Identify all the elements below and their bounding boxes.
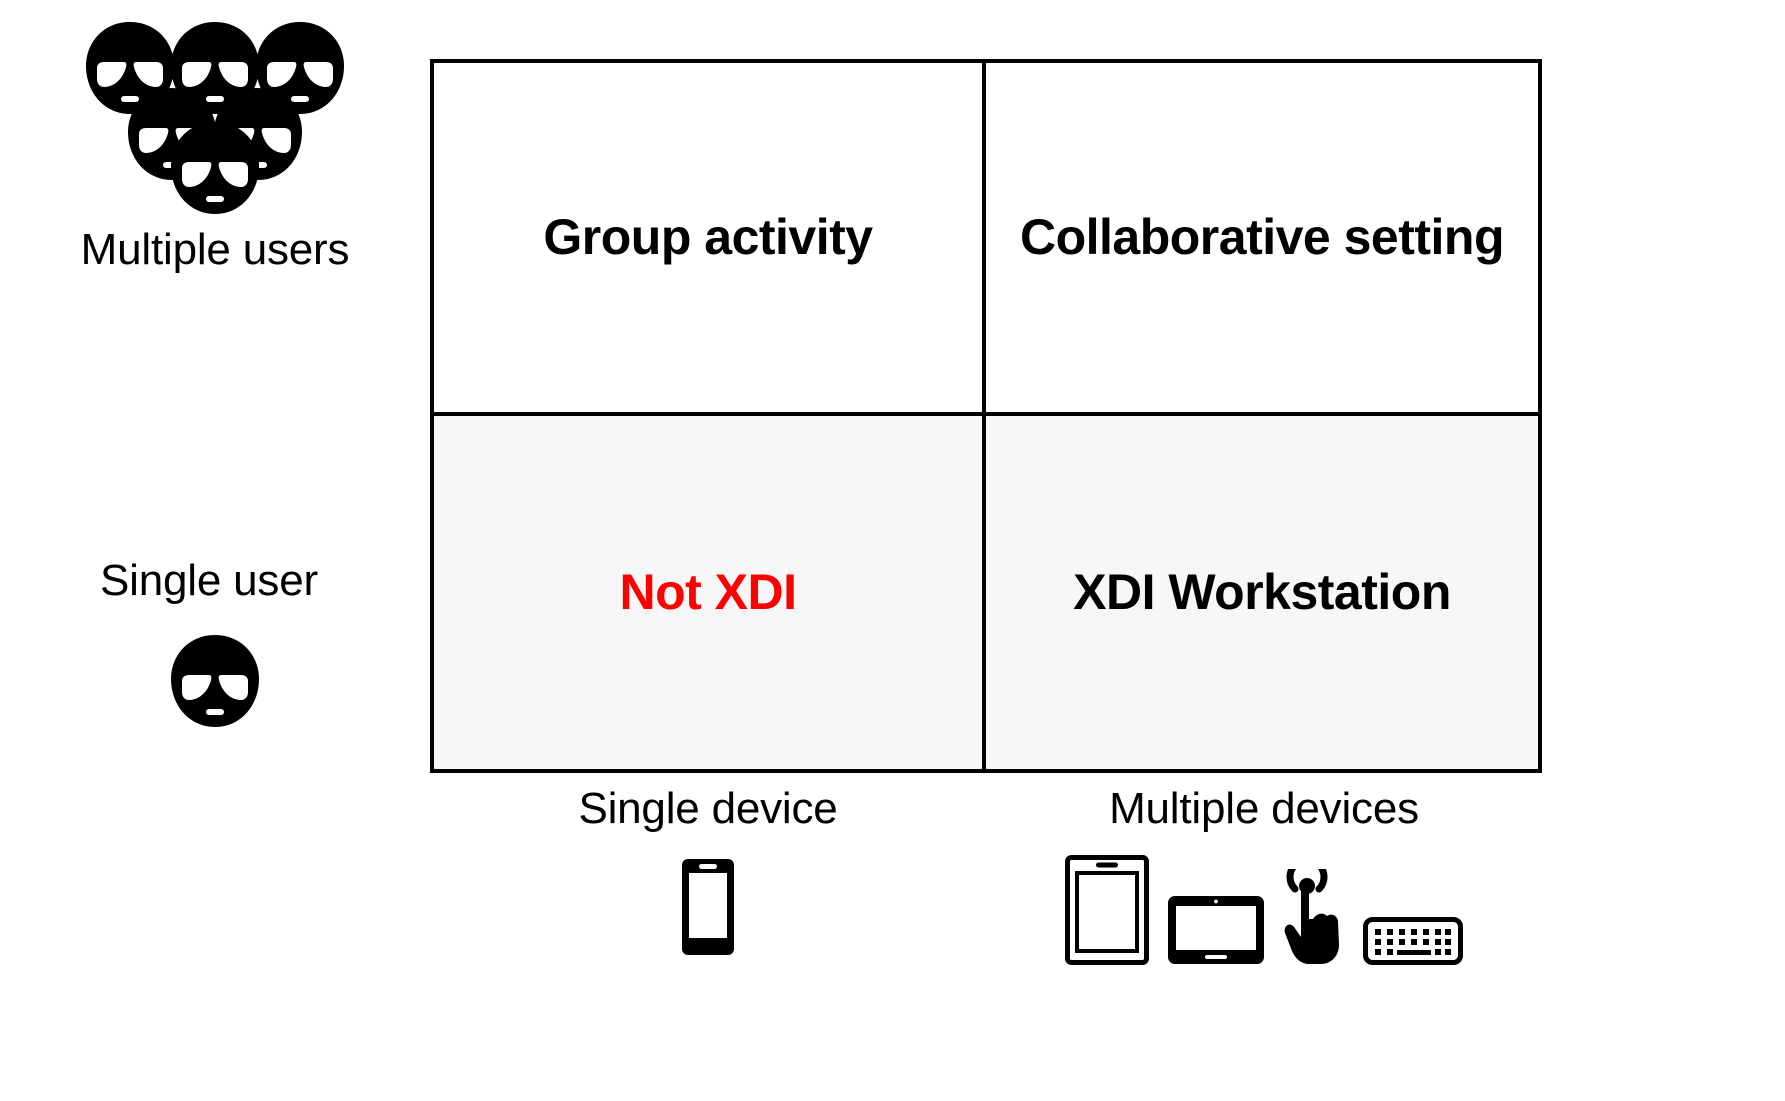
matrix-cell-xdi-workstation[interactable]: XDI Workstation [986, 416, 1538, 769]
matrix-cell-group-activity[interactable]: Group activity [434, 63, 986, 416]
cell-label-collaborative-setting: Collaborative setting [1019, 209, 1505, 265]
multiple-users-label: Multiple users [80, 225, 350, 274]
single-device-icon-row [680, 857, 736, 957]
users-axis: Multiple users Single user [0, 0, 430, 1101]
touch-hand-icon [1284, 869, 1339, 964]
cell-label-not-xdi: Not XDI [619, 564, 797, 620]
design-space-matrix: Group activity Collaborative setting Not… [430, 59, 1542, 773]
devices-axis: Single device Multiple devices [430, 773, 1542, 1101]
multiple-devices-icon-row [1065, 855, 1463, 965]
single-user-axis-group: Single user [0, 555, 430, 733]
single-user-label: Single user [100, 556, 318, 605]
matrix-cell-not-xdi[interactable]: Not XDI [434, 416, 986, 769]
keyboard-icon [1363, 917, 1463, 965]
multiple-devices-axis-group: Multiple devices [986, 773, 1542, 1101]
matrix-cell-collaborative-setting[interactable]: Collaborative setting [986, 63, 1538, 416]
cell-label-xdi-workstation: XDI Workstation [1073, 564, 1451, 620]
tablet-landscape-icon [1168, 896, 1264, 964]
tablet-portrait-icon [1065, 855, 1149, 965]
multiple-users-axis-group: Multiple users [0, 18, 430, 276]
cell-label-group-activity: Group activity [543, 209, 873, 265]
single-device-label: Single device [578, 784, 838, 833]
smartphone-icon [682, 859, 734, 955]
single-user-icon [171, 635, 259, 727]
multiple-devices-label: Multiple devices [1109, 784, 1419, 833]
multiple-users-icon [86, 22, 344, 214]
single-device-axis-group: Single device [430, 773, 986, 1101]
